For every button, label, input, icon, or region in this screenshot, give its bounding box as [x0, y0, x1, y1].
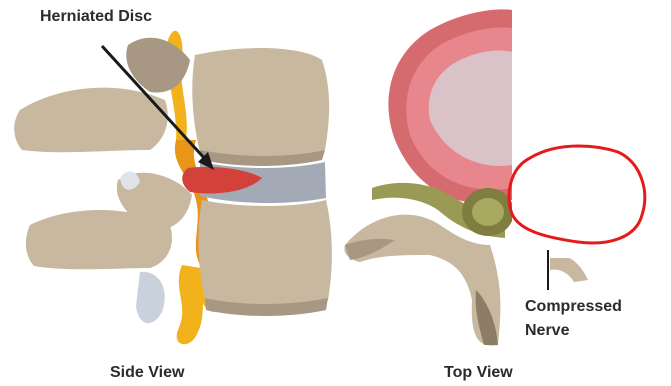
- white-patch: [512, 0, 671, 258]
- compressed-nerve-label-line1: Compressed: [525, 298, 622, 316]
- vertebral-arch: [344, 215, 500, 346]
- upper-vertebra: [14, 38, 329, 166]
- compressed-nerve-label-line2: Nerve: [525, 322, 569, 340]
- top-view-caption: Top View: [444, 364, 513, 382]
- side-view-illustration: [14, 31, 332, 345]
- side-view-caption: Side View: [110, 364, 184, 382]
- herniated-disc-label: Herniated Disc: [40, 8, 152, 26]
- top-view-illustration: [344, 0, 671, 346]
